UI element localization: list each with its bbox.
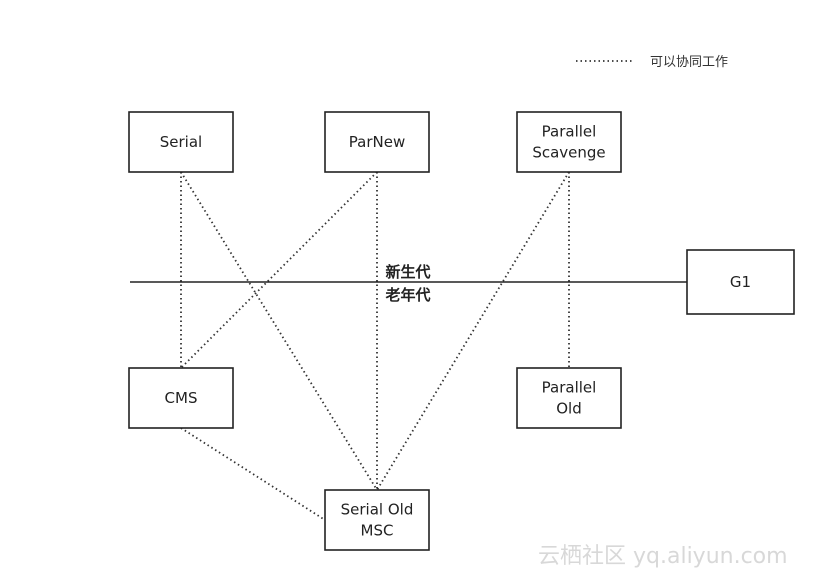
node-box-serial xyxy=(128,111,234,173)
node-box-parnew xyxy=(324,111,430,173)
watermark: 云栖社区 yq.aliyun.com xyxy=(538,544,788,569)
node-label-parallel-old-line-2: Old xyxy=(556,400,582,418)
node-box-parallel-scavenge xyxy=(516,111,622,173)
node-label-serial-old-msc-line-2: MSC xyxy=(361,522,394,540)
old-generation-label: 老年代 xyxy=(384,286,430,304)
link-parallel-scavenge-to-serial-old-msc xyxy=(376,171,570,491)
node-label-serial-line-1: Serial xyxy=(160,133,202,151)
link-parnew-to-cms xyxy=(180,171,378,369)
node-label-cms-line-1: CMS xyxy=(165,389,198,407)
legend-label: 可以协同工作 xyxy=(650,55,728,70)
node-g1: G1 xyxy=(686,249,795,315)
node-label-parallel-old-line-1: Parallel xyxy=(542,379,597,397)
node-box-parallel-old xyxy=(516,367,622,429)
young-generation-label: 新生代 xyxy=(385,263,430,281)
node-box-serial-old-msc xyxy=(324,489,430,551)
link-cms-to-serial-old-msc xyxy=(180,427,326,521)
node-label-parallel-scavenge-line-1: Parallel xyxy=(542,123,597,141)
node-box-cms xyxy=(128,367,234,429)
node-label-parallel-scavenge-line-2: Scavenge xyxy=(532,144,605,162)
node-label-serial-old-msc-line-1: Serial Old xyxy=(341,501,414,519)
node-label-parnew-line-1: ParNew xyxy=(349,133,405,151)
compatibility-links xyxy=(180,171,570,521)
node-box-g1 xyxy=(686,249,795,315)
link-serial-to-serial-old-msc xyxy=(180,171,378,491)
node-cms: CMS xyxy=(128,367,234,429)
node-parnew: ParNew xyxy=(324,111,430,173)
node-label-g1-line-1: G1 xyxy=(730,273,751,291)
node-serial: Serial xyxy=(128,111,234,173)
